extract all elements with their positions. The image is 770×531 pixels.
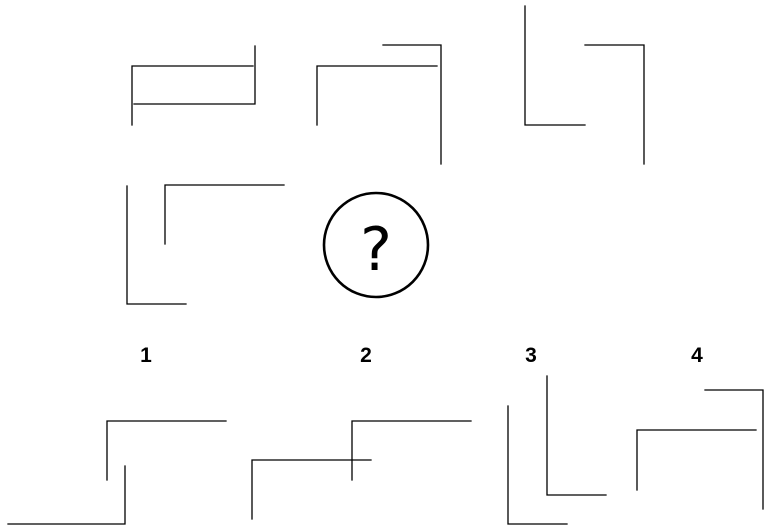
- bracket-shape: [164, 184, 285, 245]
- option-1-label[interactable]: 1: [140, 344, 152, 367]
- bracket-shape: [546, 375, 607, 496]
- bracket-shape: [131, 65, 254, 126]
- bracket-shape: [316, 65, 438, 126]
- option-3-label[interactable]: 3: [525, 344, 537, 367]
- bracket-shape: [584, 44, 645, 165]
- bracket-shape: [524, 5, 586, 126]
- option-2-label[interactable]: 2: [360, 344, 372, 367]
- option-3-shape[interactable]: [507, 375, 607, 525]
- question-mark-icon: ?: [322, 191, 430, 299]
- bracket-shape: [106, 420, 227, 481]
- bracket-shape: [351, 420, 472, 481]
- question-circle: [322, 191, 430, 299]
- option-4-shape[interactable]: [636, 389, 764, 510]
- grid-cell-r2-c1: [126, 184, 285, 305]
- option-2-shape[interactable]: [251, 420, 472, 520]
- bracket-shape: [636, 429, 757, 491]
- grid-cell-r1-c2: [316, 44, 442, 165]
- question-mark: ?: [360, 215, 392, 285]
- grid-cell-r1-c1: [131, 45, 256, 126]
- bracket-shape: [126, 185, 187, 305]
- bracket-shape: [133, 45, 256, 105]
- bracket-shape: [704, 389, 764, 510]
- grid-cell-r1-c3: [524, 5, 645, 165]
- bracket-shape: [507, 405, 568, 525]
- bracket-shape: [7, 465, 126, 525]
- bracket-shape: [382, 44, 442, 165]
- option-4-label[interactable]: 4: [691, 344, 703, 367]
- option-1-shape[interactable]: [7, 420, 227, 525]
- bracket-shape: [251, 459, 372, 520]
